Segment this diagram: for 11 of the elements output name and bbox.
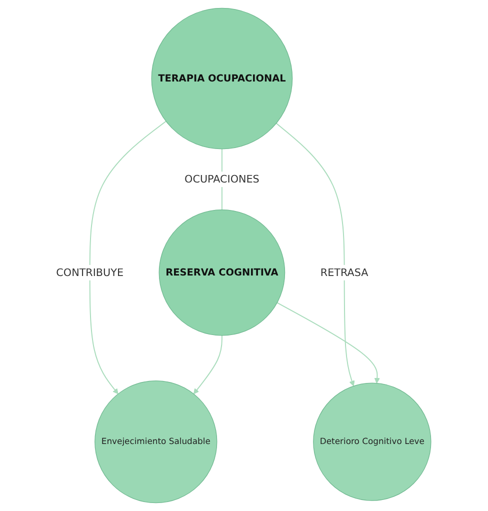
edge-label: RETRASA xyxy=(320,266,369,278)
edge-label: OCUPACIONES xyxy=(184,172,260,186)
node-circle: Deterioro Cognitivo Leve xyxy=(314,382,432,501)
edge-label: CONTRIBUYE xyxy=(56,266,124,278)
node-circle: TERAPIA OCUPACIONAL xyxy=(152,8,294,150)
arrow xyxy=(194,334,223,394)
node-circle: Envejecimiento Saludable xyxy=(95,380,218,504)
node-circle: RESERVA COGNITIVA xyxy=(159,209,286,336)
arrow xyxy=(90,120,167,394)
arrow xyxy=(276,122,356,386)
arrow xyxy=(277,302,380,384)
